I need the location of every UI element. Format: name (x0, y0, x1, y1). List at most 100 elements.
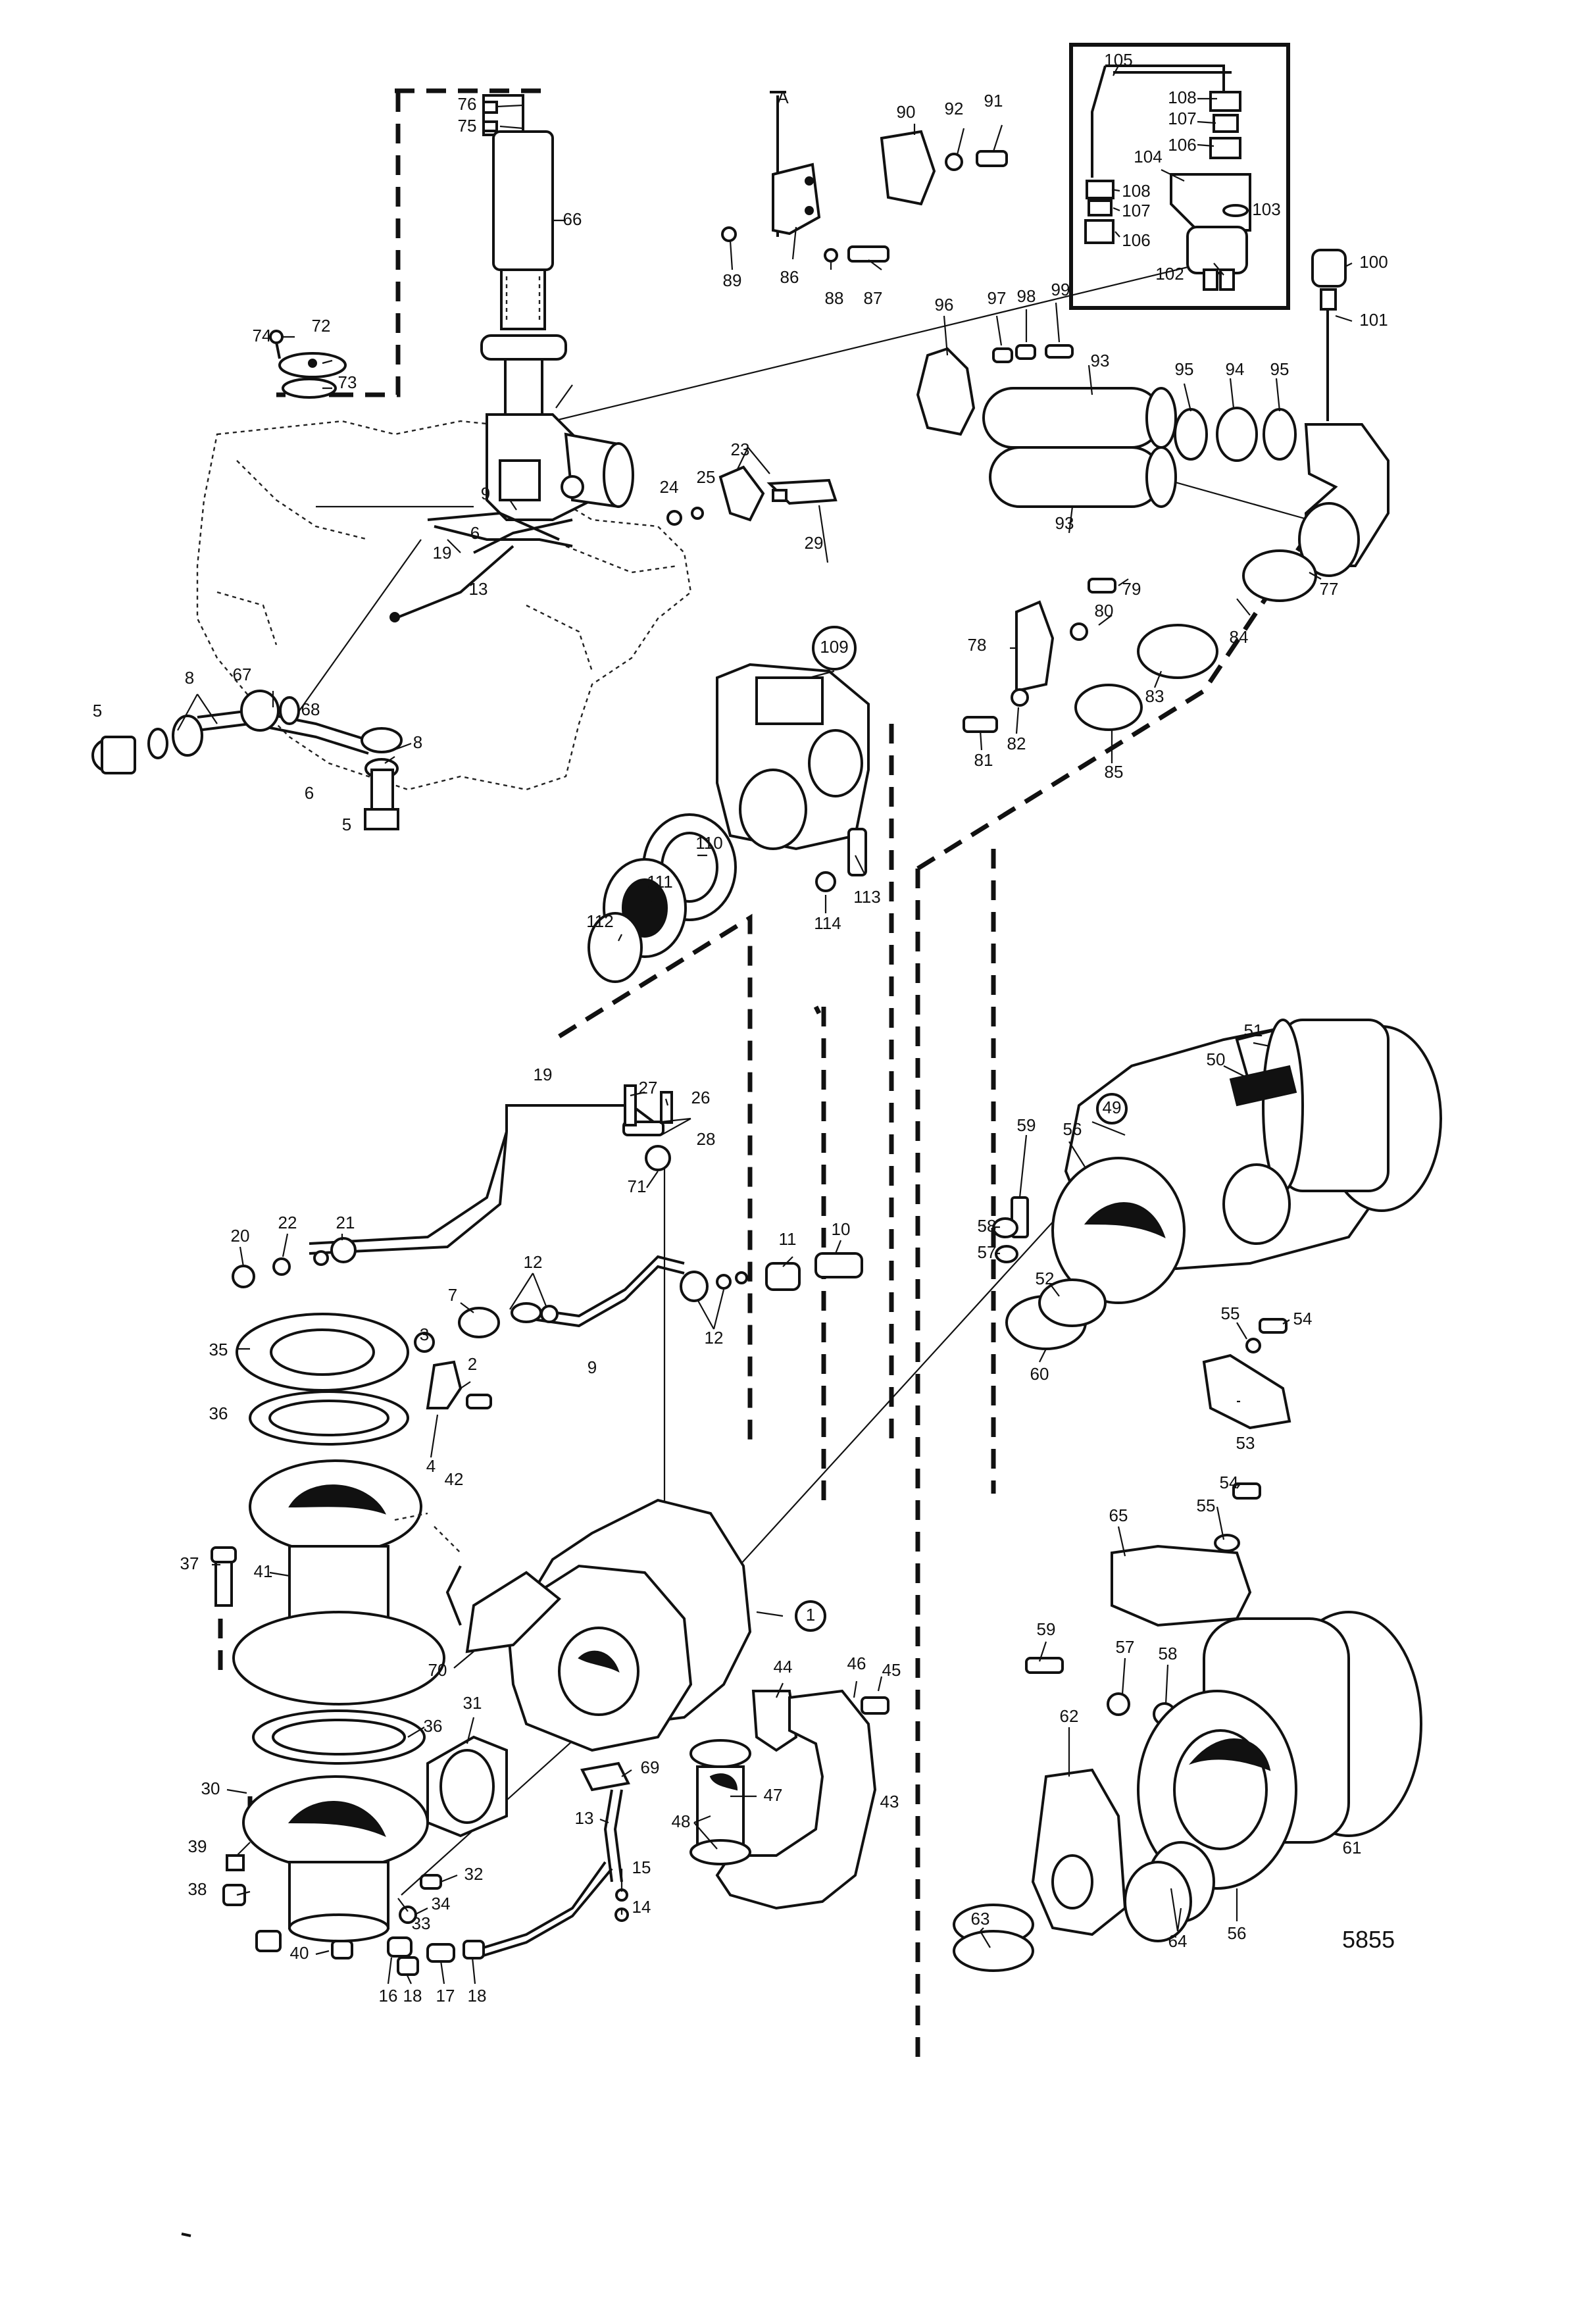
part-23-29-bracket (666, 465, 838, 526)
callout-108a: 108 (1168, 88, 1196, 107)
callout-58b: 58 (1159, 1644, 1178, 1663)
callout-39: 39 (188, 1836, 207, 1856)
callout-42: 42 (445, 1469, 464, 1489)
callout-98: 98 (1017, 286, 1036, 306)
callout-44: 44 (774, 1657, 793, 1677)
callout-36b: 36 (424, 1716, 443, 1736)
callout-67: 67 (233, 665, 252, 684)
figure-number: 5855 (1342, 1926, 1395, 1953)
callout-94: 94 (1226, 359, 1245, 379)
callout-105: 105 (1104, 50, 1132, 70)
callout-110: 110 (695, 833, 722, 853)
callout-60: 60 (1030, 1364, 1049, 1384)
callout-56b: 56 (1228, 1923, 1247, 1943)
callout-93a: 93 (1091, 351, 1110, 370)
callout-13b: 13 (575, 1808, 594, 1828)
part-86-90-brackets (721, 95, 1008, 263)
callout-5b: 5 (342, 815, 351, 834)
callout-65: 65 (1109, 1505, 1128, 1525)
callout-72: 72 (312, 316, 331, 336)
callout-9b: 9 (588, 1357, 597, 1377)
engine-outline (196, 420, 692, 791)
callout-57a: 57 (978, 1242, 997, 1262)
callout-63: 63 (971, 1909, 990, 1929)
callout-16: 16 (379, 1986, 398, 2006)
callout-77: 77 (1320, 579, 1339, 599)
part-31-flange (426, 1735, 508, 1838)
callout-68: 68 (301, 699, 320, 719)
callout-83: 83 (1145, 686, 1164, 706)
callout-64: 64 (1168, 1931, 1188, 1951)
callout-107b: 107 (1122, 201, 1150, 220)
callout-87: 87 (864, 288, 883, 308)
callout-48: 48 (672, 1811, 691, 1831)
part-35-41-flanges (211, 1313, 445, 1942)
callout-31: 31 (463, 1693, 482, 1713)
callout-91: 91 (984, 91, 1003, 111)
part-109-housing (588, 663, 870, 983)
callout-61: 61 (1343, 1838, 1362, 1857)
callout-55a: 55 (1221, 1303, 1240, 1323)
part-96-99-clamp (916, 344, 1074, 436)
callout-103: 103 (1252, 199, 1280, 219)
part-1-turbocharger (394, 1498, 752, 1752)
callout-37: 37 (180, 1554, 199, 1573)
part-13-19-cables (389, 511, 573, 622)
inset-box (1069, 43, 1290, 310)
callout-2: 2 (468, 1354, 477, 1374)
part-72-73-flange (269, 330, 347, 399)
callout-70: 70 (428, 1660, 447, 1680)
callout-59b: 59 (1037, 1619, 1056, 1639)
part-69-13-oil-line (580, 1761, 630, 1922)
callout-33: 33 (412, 1913, 431, 1933)
callout-10: 10 (832, 1219, 851, 1239)
callout-114: 114 (814, 913, 841, 933)
callout-21: 21 (336, 1213, 355, 1232)
callout-3: 3 (420, 1325, 429, 1344)
part-75-76-fittings (482, 101, 498, 132)
callout-56a: 56 (1063, 1119, 1082, 1139)
callout-86: 86 (780, 267, 799, 287)
callout-106b: 106 (1122, 230, 1150, 250)
callout-51: 51 (1244, 1021, 1263, 1040)
callout-90: 90 (897, 102, 916, 122)
group-boundary-lines (218, 88, 1311, 2066)
callout-43: 43 (880, 1792, 899, 1811)
callout-9a: 9 (481, 484, 490, 503)
callout-74: 74 (253, 326, 272, 345)
callout-28: 28 (697, 1129, 716, 1149)
callout-71: 71 (628, 1176, 647, 1196)
part-19-9-pipes (232, 1084, 863, 1409)
callout-12b: 12 (705, 1328, 724, 1348)
callout-24: 24 (660, 477, 679, 497)
callout-101: 101 (1359, 310, 1388, 330)
callout-69: 69 (641, 1757, 660, 1777)
callout-11: 11 (779, 1229, 797, 1249)
part-66-column (480, 94, 634, 521)
callout-labels: 76 75 66 74 72 73 9 6 19 13 24 25 23 29 … (93, 50, 1395, 2006)
callout-22: 22 (278, 1213, 297, 1232)
callout-62: 62 (1060, 1706, 1079, 1726)
callout-99: 99 (1051, 280, 1070, 299)
circled-callouts (795, 626, 1128, 1632)
part-6-oil-pipe (91, 690, 403, 830)
callout-45: 45 (882, 1660, 901, 1680)
callout-54b: 54 (1220, 1473, 1239, 1492)
callout-18a: 18 (403, 1986, 422, 2006)
callout-100: 100 (1359, 252, 1388, 272)
callout-108b: 108 (1122, 181, 1150, 201)
callout-106a: 106 (1168, 135, 1196, 155)
callout-78: 78 (968, 635, 987, 655)
callout-13a: 13 (469, 579, 488, 599)
callout-30: 30 (201, 1779, 220, 1798)
callout-46: 46 (847, 1654, 866, 1673)
callout-38: 38 (188, 1879, 207, 1899)
part-49-air-filter (992, 1019, 1442, 1430)
callout-18b: 18 (468, 1986, 487, 2006)
section-a-marker (770, 91, 786, 112)
callout-8a: 8 (185, 668, 194, 688)
part-78-85-clamps (963, 549, 1317, 733)
section-marker-a: A (777, 88, 789, 107)
callout-4: 4 (426, 1456, 436, 1476)
